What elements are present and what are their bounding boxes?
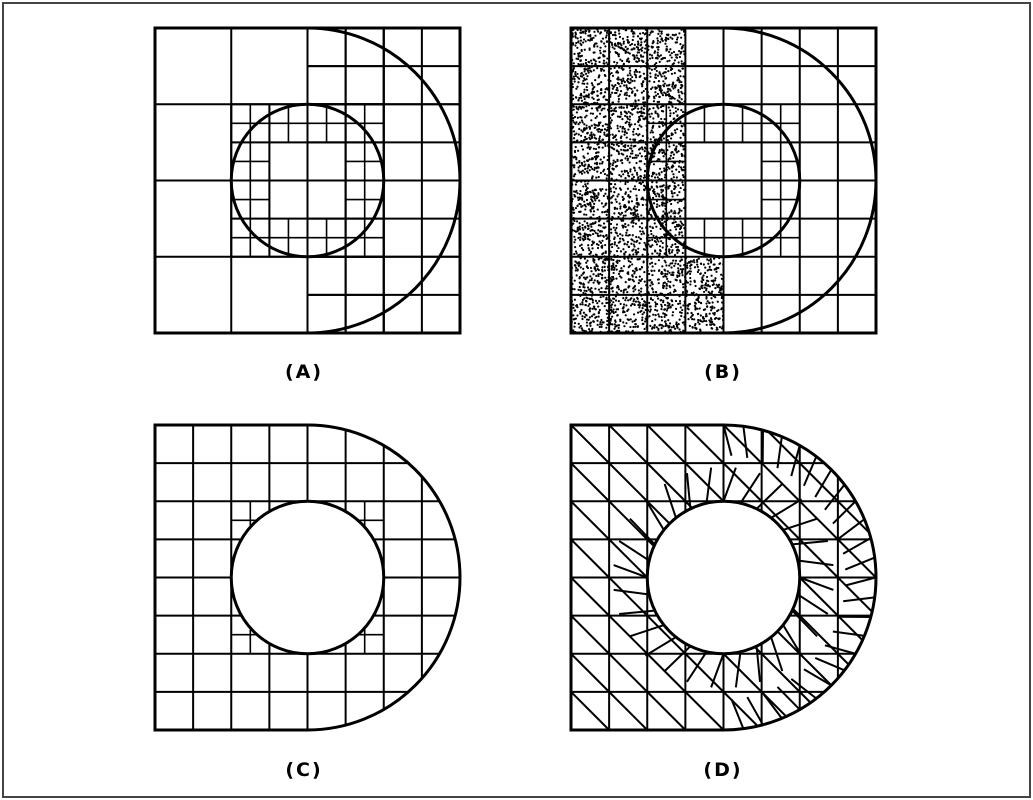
panel-b-classified-cells [569,26,878,335]
panel-c-trimmed-quadtree-mesh [153,423,462,732]
panel-a-quadtree-overlay [153,26,462,335]
panel-label-c: (C) [285,759,322,781]
panel-label-b: (B) [704,361,742,383]
panel-label-d: (D) [703,759,742,781]
panel-label-a: (A) [285,361,323,383]
panel-d-triangulated-mesh [569,423,878,732]
